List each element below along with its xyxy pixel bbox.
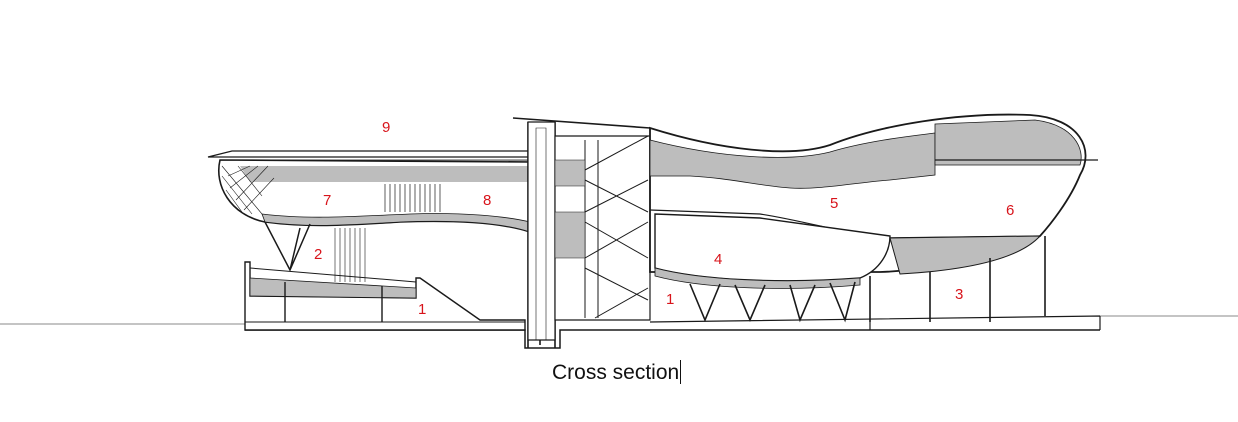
label-5: 5 xyxy=(830,195,838,212)
level-two-struts xyxy=(264,221,311,272)
label-8: 8 xyxy=(483,192,491,209)
label-7: 7 xyxy=(323,192,331,209)
caption: Cross section xyxy=(552,360,682,385)
core-fill xyxy=(527,121,556,341)
text-caret xyxy=(680,360,682,384)
right-base xyxy=(649,315,1101,330)
foundation xyxy=(245,329,1100,349)
ground-line xyxy=(0,315,1238,325)
label-3: 3 xyxy=(955,286,963,303)
v-columns xyxy=(689,281,856,323)
stair-band xyxy=(554,159,586,259)
right-lower-pod xyxy=(889,235,1042,275)
label-1-center: 1 xyxy=(666,291,674,308)
label-1-left: 1 xyxy=(418,301,426,318)
label-4: 4 xyxy=(714,251,722,268)
caption-text: Cross section xyxy=(552,361,680,384)
core-inner xyxy=(535,127,547,341)
label-9: 9 xyxy=(382,119,390,136)
lower-left-columns xyxy=(284,282,383,322)
glazing-stripes xyxy=(384,184,441,212)
lower-left-ramp xyxy=(249,267,417,283)
right-roof-band-east xyxy=(934,119,1082,166)
left-pod-band xyxy=(240,166,530,182)
label-6: 6 xyxy=(1006,202,1014,219)
right-columns xyxy=(869,236,1046,322)
lattice-facade xyxy=(221,165,275,215)
lower-left-slab xyxy=(249,277,417,299)
level-two-grid xyxy=(334,228,366,282)
label-2: 2 xyxy=(314,246,322,263)
left-roof-slab xyxy=(207,150,531,158)
hall-four-band xyxy=(654,267,861,289)
